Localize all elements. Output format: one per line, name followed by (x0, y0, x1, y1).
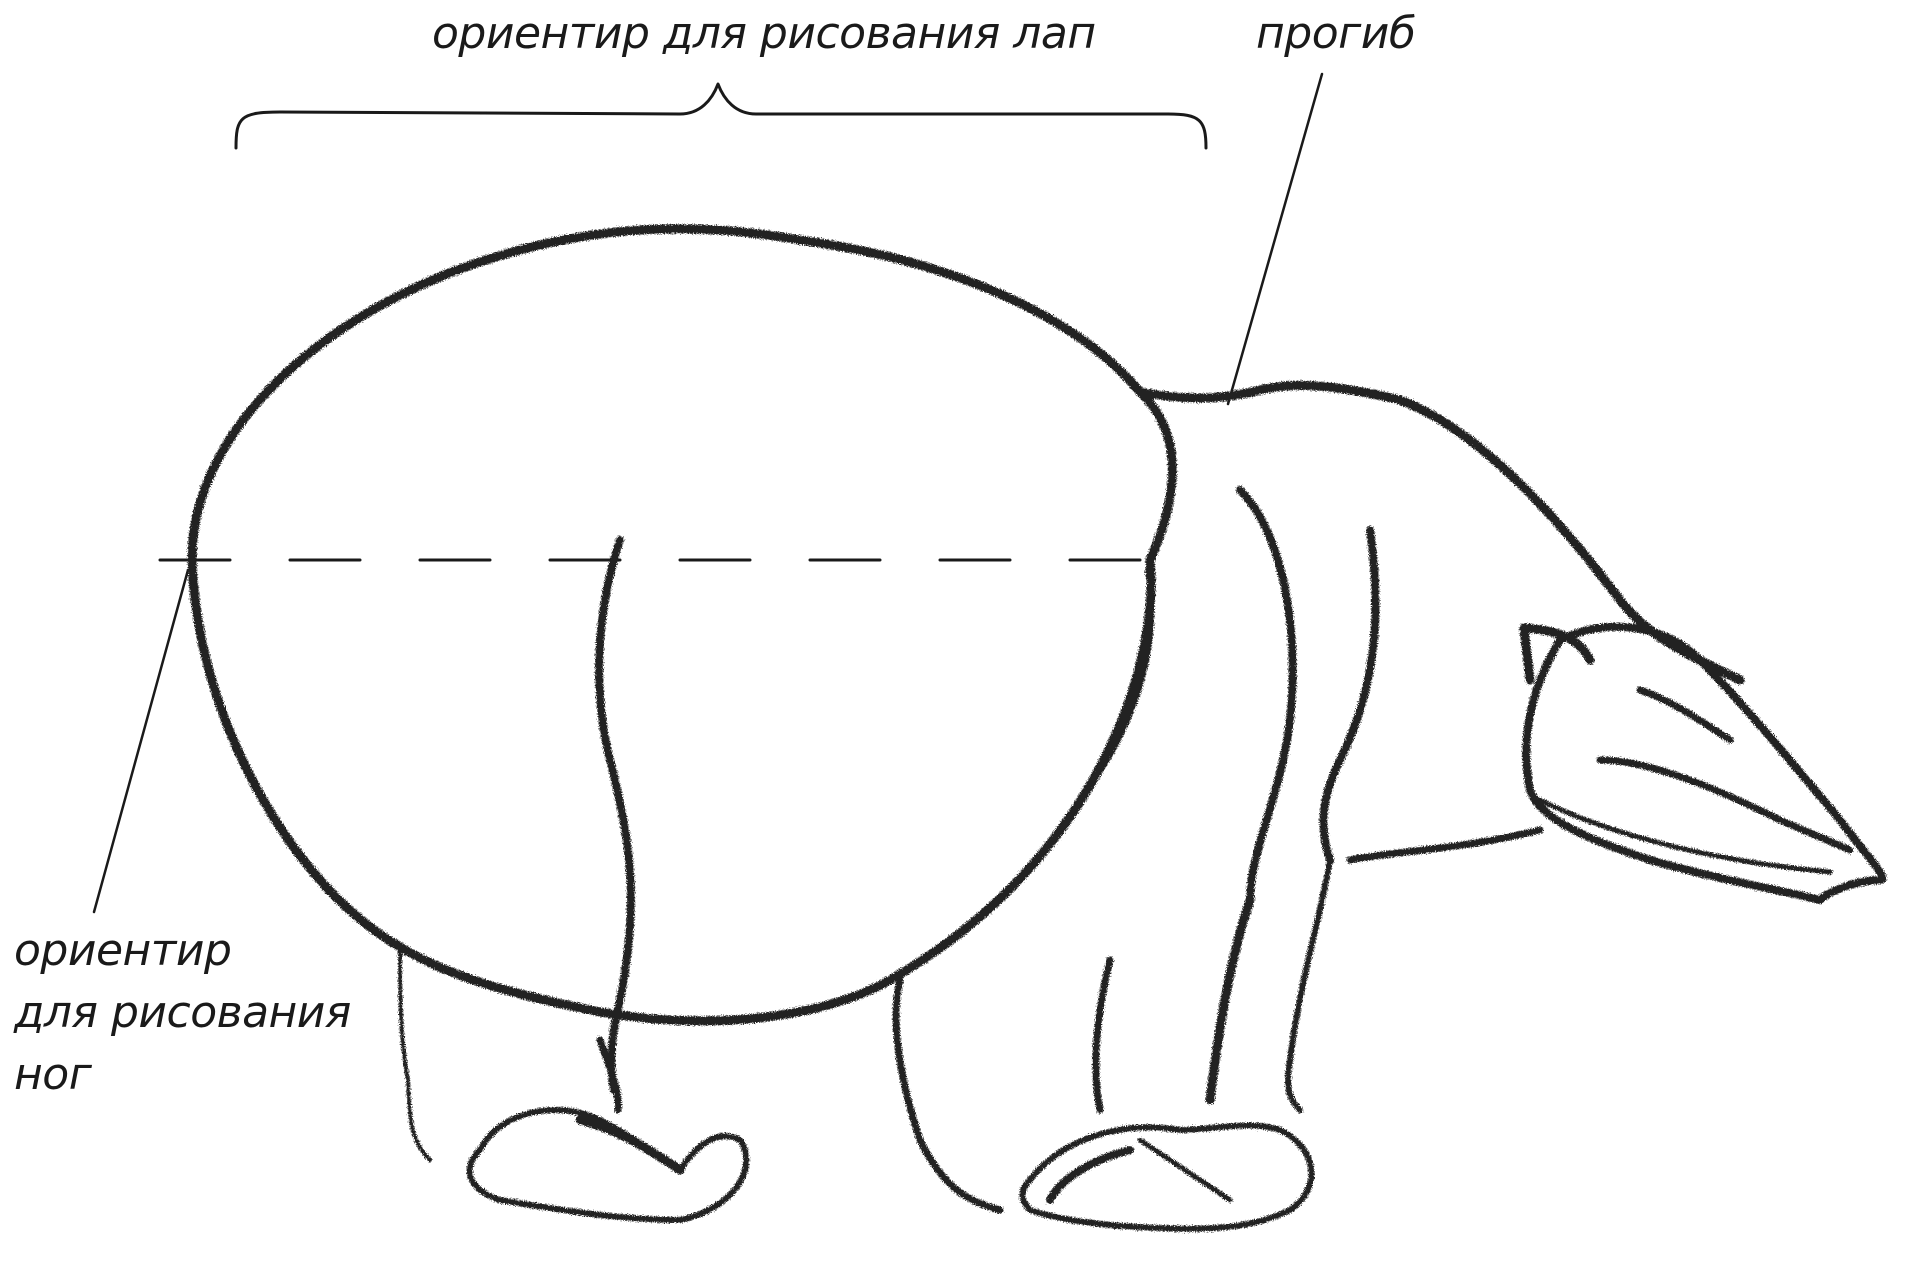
bear-hind-paw-toe-line (580, 1120, 680, 1170)
bear-eye (1640, 690, 1730, 740)
bear-hind-leg-inner (599, 540, 631, 1090)
bear-front-paw-toe-line-2 (1050, 1150, 1130, 1200)
bend-leader-line (1228, 74, 1322, 404)
bear-front-leg-right (1210, 900, 1250, 1100)
bear-neck-top (1140, 385, 1740, 680)
bear-front-leg-left (896, 980, 1000, 1210)
bear-front-leg-right-back (1288, 860, 1330, 1110)
bear-front-chest (1323, 530, 1375, 860)
legs-guide-label-line-1: ориентир (14, 920, 351, 982)
bend-label: прогиб (1256, 8, 1415, 59)
bear-chest-underline (1350, 830, 1540, 860)
bear-front-paw-toe-line (1140, 1140, 1230, 1200)
bear-head (1526, 627, 1882, 900)
bear-hind-leg-rear (400, 950, 430, 1160)
bear-front-shoulder (1240, 490, 1293, 900)
legs-guide-label-line-3: ног (14, 1044, 351, 1106)
bear-front-leg-left-inner (1096, 960, 1110, 1110)
bear-body-outline (192, 229, 1172, 1021)
paws-guide-brace (236, 84, 1206, 148)
legs-guide-label: ориентир для рисования ног (14, 920, 351, 1106)
legs-guide-leader-line (94, 570, 188, 912)
legs-guide-label-line-2: для рисования (14, 982, 351, 1044)
bear-body-front-edge (1080, 570, 1151, 800)
paws-guide-label: ориентир для рисования лап (432, 8, 1096, 59)
